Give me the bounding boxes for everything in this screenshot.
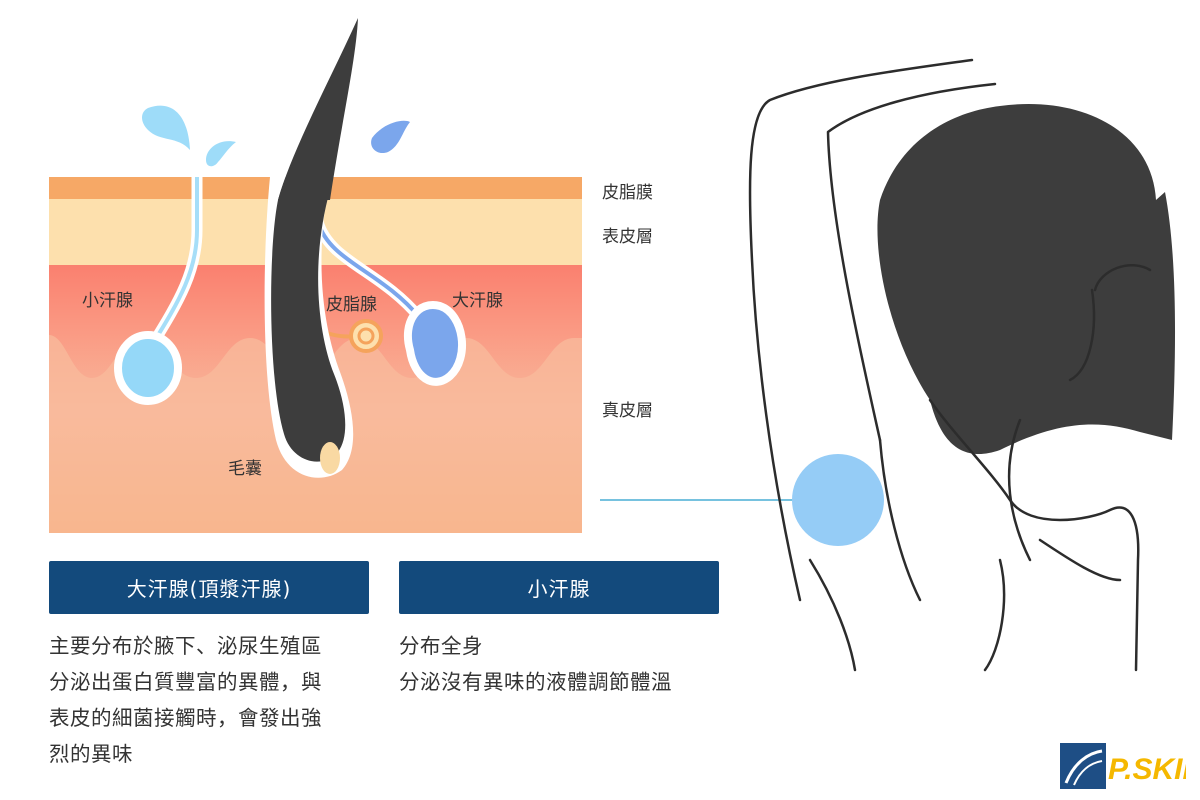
hair-shaft bbox=[271, 177, 346, 462]
logo-swoosh bbox=[1064, 749, 1103, 784]
eccrine-duct-inner bbox=[150, 177, 199, 347]
arm-inner bbox=[826, 82, 997, 442]
apocrine-description: 主要分布於腋下、泌尿生殖區 分泌出蛋白質豐富的異體，與 表皮的細菌接觸時，會發出… bbox=[49, 628, 322, 772]
eccrine-droplet-large bbox=[142, 105, 190, 150]
eccrine-droplet-small bbox=[206, 141, 236, 167]
label-sebum-film: 皮脂膜 bbox=[602, 183, 653, 203]
apocrine-desc-line-3: 表皮的細菌接觸時，會發出強 bbox=[49, 706, 322, 730]
shoulder-line bbox=[928, 398, 1140, 672]
sebaceous-gland-core bbox=[357, 327, 375, 345]
apocrine-desc-line-1: 主要分布於腋下、泌尿生殖區 bbox=[49, 634, 322, 658]
hair-papilla bbox=[320, 442, 340, 474]
face-line bbox=[1068, 288, 1096, 382]
collarbone-line bbox=[1038, 538, 1122, 582]
apocrine-title-box: 大汗腺(頂漿汗腺) bbox=[49, 561, 369, 614]
armpit-line bbox=[878, 438, 922, 602]
label-hair-follicle: 毛囊 bbox=[228, 459, 262, 479]
apocrine-gland bbox=[404, 301, 467, 386]
eccrine-gland bbox=[114, 331, 182, 405]
label-apocrine-gland: 大汗腺 bbox=[452, 291, 503, 311]
logo-text: P.SKIN bbox=[1108, 753, 1186, 786]
label-eccrine-gland: 小汗腺 bbox=[82, 291, 133, 311]
logo-swoosh-inner bbox=[1073, 760, 1103, 786]
apocrine-desc-line-4: 烈的異味 bbox=[49, 742, 133, 766]
eccrine-desc-line-1: 分布全身 bbox=[399, 634, 483, 658]
breast-line bbox=[983, 558, 1006, 672]
sebaceous-gland bbox=[349, 319, 383, 353]
apocrine-droplet bbox=[371, 120, 410, 154]
eccrine-description: 分布全身 分泌沒有異味的液體調節體溫 bbox=[399, 628, 672, 700]
pskin-logo: P.SKIN bbox=[1060, 743, 1186, 789]
label-sebaceous-gland: 皮脂腺 bbox=[326, 295, 377, 315]
armpit-highlight bbox=[792, 454, 884, 546]
ear-line bbox=[1093, 264, 1152, 292]
neck-line bbox=[1007, 418, 1032, 562]
label-epidermis: 表皮層 bbox=[602, 227, 653, 247]
hair-shaft-top bbox=[278, 18, 358, 200]
woman-figure bbox=[748, 58, 1176, 672]
skin-block bbox=[49, 177, 582, 533]
hair-silhouette bbox=[877, 104, 1176, 455]
apocrine-duct-inner bbox=[316, 221, 422, 320]
torso-left bbox=[808, 558, 857, 672]
eccrine-title-box: 小汗腺 bbox=[399, 561, 719, 614]
eccrine-desc-line-2: 分泌沒有異味的液體調節體溫 bbox=[399, 670, 672, 694]
apocrine-desc-line-2: 分泌出蛋白質豐富的異體，與 bbox=[49, 670, 322, 694]
arm-outer bbox=[748, 58, 974, 602]
label-dermis: 真皮層 bbox=[602, 401, 653, 421]
